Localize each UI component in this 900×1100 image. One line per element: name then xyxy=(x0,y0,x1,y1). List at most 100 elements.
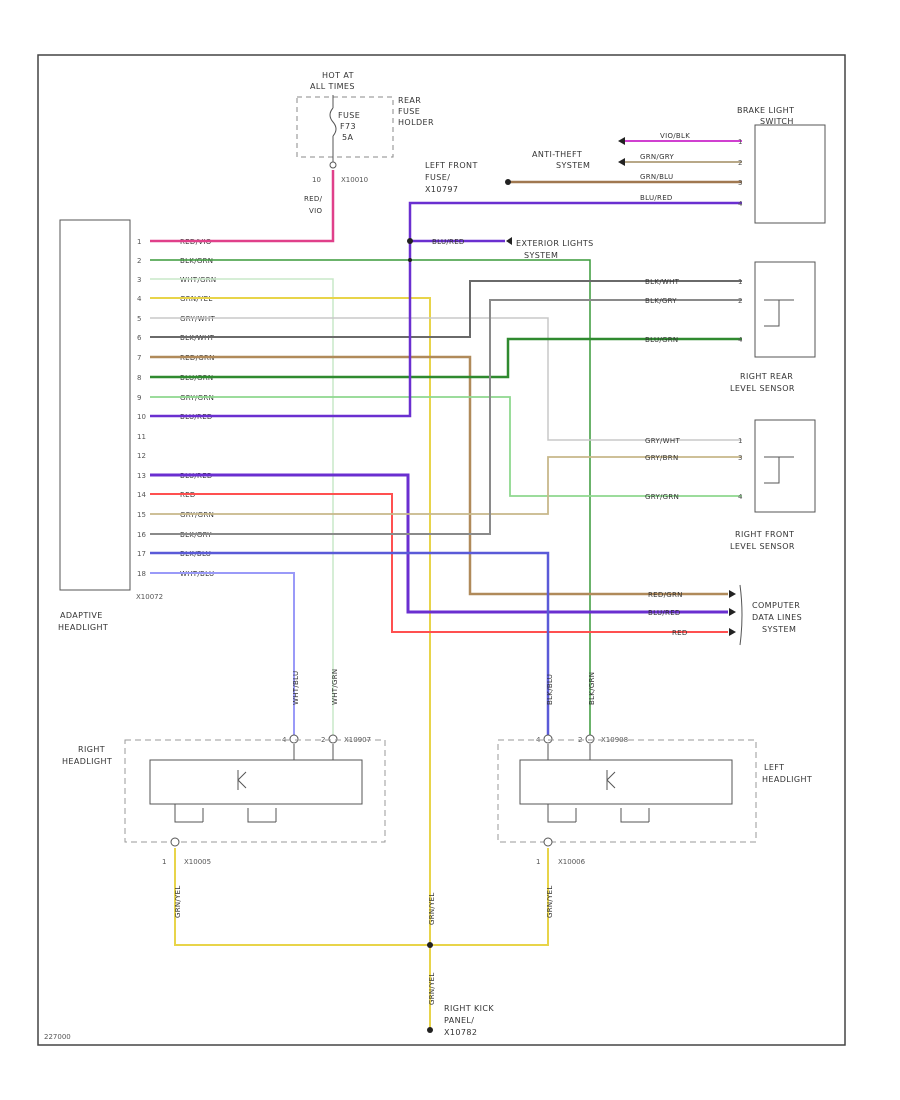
module-pin-number: 18 xyxy=(137,570,146,578)
fuse-pin: 10 xyxy=(312,176,321,184)
module-pin-number: 5 xyxy=(137,315,141,323)
brake-pin-number: 2 xyxy=(738,159,742,167)
ground-wire-label: GRN/YEL xyxy=(546,885,554,918)
front-sensor-pin: 1 xyxy=(738,437,742,445)
front-sensor-wire: GRY/GRN xyxy=(645,493,679,501)
right-headlight-pin-b: 2 xyxy=(321,736,325,744)
rear-sensor-wire: BLU/GRN xyxy=(645,336,678,344)
left-headlight-outline xyxy=(497,739,757,843)
brake-pin-wire: VIO/BLK xyxy=(660,132,690,140)
module-pin-number: 13 xyxy=(137,472,146,480)
right-headlight-label-2: HEADLIGHT xyxy=(62,757,112,766)
brake-pin-wire: GRN/BLU xyxy=(640,173,673,181)
module-pin-wire: GRY/GRN xyxy=(180,394,214,402)
connector-pin-icon xyxy=(170,837,180,847)
arrow-icon xyxy=(729,608,736,616)
diagram-frame xyxy=(37,54,846,1046)
fuse-holder-box xyxy=(296,96,394,158)
module-pin-number: 12 xyxy=(137,452,146,460)
brake-switch-box xyxy=(754,124,826,224)
module-pin-number: 11 xyxy=(137,433,146,441)
fuse-holder-label-3: HOLDER xyxy=(398,118,434,127)
junction-dot xyxy=(427,942,433,948)
rear-sensor-pin: 4 xyxy=(738,336,743,344)
right-headlight-bottom-pin: 1 xyxy=(162,858,166,866)
brake-light-switch: BRAKE LIGHT SWITCH 1 VIO/BLK 2 GRN/GRY 3… xyxy=(618,106,826,224)
right-headlight-bottom-connector: X10005 xyxy=(184,858,211,866)
ground-label-2: PANEL/ xyxy=(444,1016,474,1025)
wire-wht-grn xyxy=(150,278,334,738)
sensor-symbol-icon xyxy=(764,299,794,327)
computer-label-2: DATA LINES xyxy=(752,613,802,622)
brake-pin-number: 3 xyxy=(738,179,742,187)
ground-label-1: RIGHT KICK xyxy=(444,1004,494,1013)
fuse-hot-label-2: ALL TIMES xyxy=(310,82,355,91)
diagram-code: 227000 xyxy=(44,1033,71,1041)
module-box xyxy=(59,219,131,591)
left-headlight-wire-b: BLK/GRN xyxy=(588,672,596,705)
wire-blu-red-2 xyxy=(150,473,728,614)
computer-label-1: COMPUTER xyxy=(752,601,800,610)
left-headlight-label-1: LEFT xyxy=(764,763,784,772)
fuse-icon xyxy=(329,107,337,137)
exterior-wire-label: BLU/RED xyxy=(432,238,465,246)
junction-dot xyxy=(407,238,413,244)
bracket-icon xyxy=(739,584,743,646)
fuse-terminal-icon xyxy=(329,161,337,169)
module-pin-number: 1 xyxy=(137,238,141,246)
module-pin-wire: WHT/GRN xyxy=(180,276,216,284)
junction-dot xyxy=(408,258,412,262)
right-headlight-wire-b: WHT/GRN xyxy=(331,669,339,705)
wire-red-vio xyxy=(150,170,335,243)
fuse-holder-label-2: FUSE xyxy=(398,107,420,116)
anti-theft-label-2: SYSTEM xyxy=(556,161,590,170)
rear-sensor-wire: BLK/GRY xyxy=(645,297,677,305)
fuse-connector: X10010 xyxy=(341,176,368,184)
wire-gry-brn xyxy=(150,456,742,515)
left-headlight-bottom-connector: X10006 xyxy=(558,858,586,866)
left-headlight-top-connector: X10908 xyxy=(601,736,628,744)
left-front-fuse-label-1: LEFT FRONT xyxy=(425,161,478,170)
module-connector: X10072 xyxy=(136,593,163,601)
wire-wht-blu xyxy=(150,572,295,738)
ground-point-icon xyxy=(427,1027,433,1033)
anti-theft-label-1: ANTI-THEFT xyxy=(532,150,582,159)
module-pin-number: 7 xyxy=(137,354,141,362)
rear-sensor-label-2: LEVEL SENSOR xyxy=(730,384,795,393)
ground-group: GRN/YEL GRN/YEL GRN/YEL GRN/YEL RIGHT KI… xyxy=(174,885,554,1037)
rear-sensor-pin: 1 xyxy=(738,278,742,286)
brake-pin-wire: GRN/GRY xyxy=(640,153,675,161)
module-pin-number: 10 xyxy=(137,413,146,421)
wire-blk-blu xyxy=(150,551,550,738)
rear-sensor-box xyxy=(754,261,816,358)
arrow-icon xyxy=(729,590,736,598)
front-sensor-wire: GRY/BRN xyxy=(645,454,678,462)
module-pin-number: 3 xyxy=(137,276,141,284)
fuse-name-2: F73 xyxy=(340,122,356,131)
exterior-label-1: EXTERIOR LIGHTS xyxy=(516,239,594,248)
rear-sensor-pin: 2 xyxy=(738,297,742,305)
rear-sensor-wire: BLK/WHT xyxy=(645,278,680,286)
wire-blu-red xyxy=(150,201,742,418)
exterior-label-2: SYSTEM xyxy=(524,251,558,260)
brake-switch-name-1: BRAKE LIGHT xyxy=(737,106,794,115)
left-headlight-bottom-pin: 1 xyxy=(536,858,540,866)
arrow-icon xyxy=(729,628,736,636)
computer-wire: RED/GRN xyxy=(648,591,683,599)
left-headlight-label-2: HEADLIGHT xyxy=(762,775,812,784)
wire-red xyxy=(150,493,728,633)
fuse-group: HOT AT ALL TIMES FUSE F73 5A REAR FUSE H… xyxy=(296,71,434,215)
ground-wire-label: GRN/YEL xyxy=(428,972,436,1005)
module-pin-number: 8 xyxy=(137,374,141,382)
fuse-name-3: 5A xyxy=(342,133,353,142)
motor-switch-icon xyxy=(547,744,650,823)
module-name-2: HEADLIGHT xyxy=(58,623,108,632)
front-sensor-label-1: RIGHT FRONT xyxy=(735,530,794,539)
right-headlight: WHT/BLU WHT/GRN 4 2 X10907 1 X10005 RIGH… xyxy=(62,669,386,866)
wire-blk-wht xyxy=(150,280,742,338)
connector-pin-icon xyxy=(543,837,553,847)
ground-label-3: X10782 xyxy=(444,1028,477,1037)
wire-gry-wht xyxy=(150,317,742,441)
module-pin-number: 6 xyxy=(137,334,142,342)
